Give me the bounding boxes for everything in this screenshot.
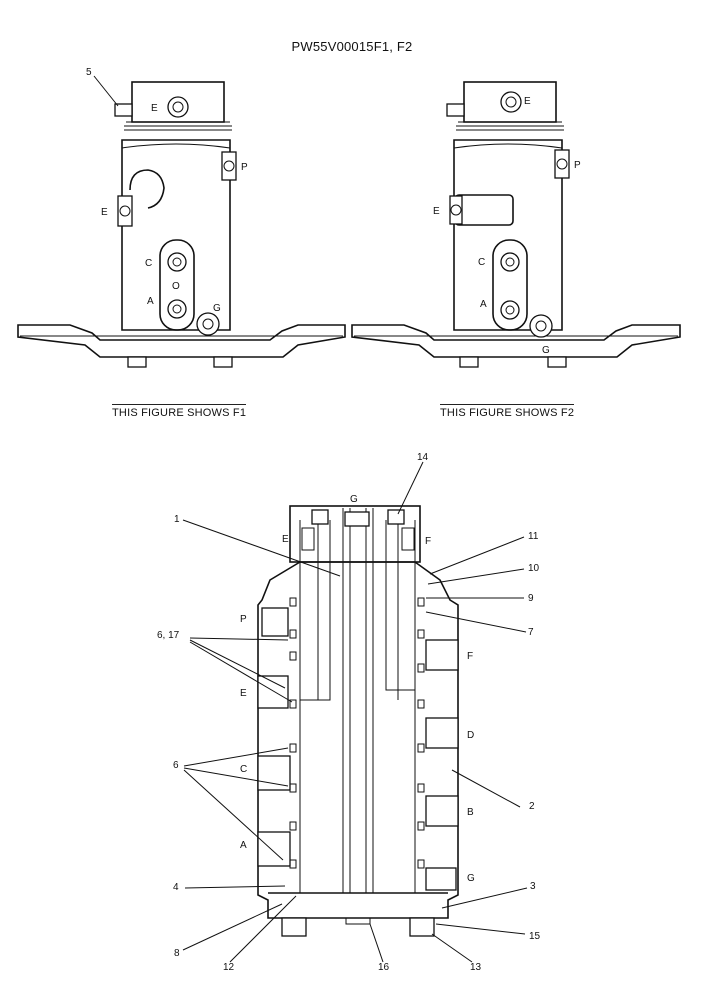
callout-10: 10 [528,563,540,574]
port-label: A [480,299,487,310]
section-view: G E F P E C A F D B G 1 2 3 4 [157,452,541,973]
callout-4: 4 [173,882,179,893]
port-label: G [467,873,475,884]
callout-15: 15 [529,931,541,942]
port-label: G [542,345,550,356]
caption-f1: THIS FIGURE SHOWS F1 [112,404,247,419]
callout-9: 9 [528,593,534,604]
port-label: P [574,160,581,171]
port-label: F [467,651,473,662]
callout-6: 6 [173,760,179,771]
callout-8: 8 [174,948,180,959]
port-label: B [467,807,474,818]
port-label: P [241,162,248,173]
view-f1: 5 E P E C O A G [17,67,346,368]
callout-5: 5 [86,67,92,78]
callout-3: 3 [530,881,536,892]
port-label: C [478,257,485,268]
callout-16: 16 [378,962,390,973]
view-f2: E P E C A G [351,81,681,368]
callout-6-17: 6, 17 [157,630,180,641]
port-label: G [213,303,221,314]
port-label: E [101,207,108,218]
drawing-title: PW55V00015F1, F2 [291,39,413,54]
port-label: G [350,494,358,505]
callout-7: 7 [528,627,534,638]
callout-11: 11 [528,531,539,542]
port-label: P [240,614,247,625]
port-label: C [240,764,247,775]
port-label: O [172,281,180,292]
port-label: E [524,96,531,107]
port-label: F [425,536,431,547]
port-label: E [282,534,289,545]
port-label: E [240,688,247,699]
callout-2: 2 [529,801,535,812]
port-label: D [467,730,474,741]
callout-12: 12 [223,962,235,973]
port-label: E [151,103,158,114]
caption-f2: THIS FIGURE SHOWS F2 [440,404,575,419]
port-label: E [433,206,440,217]
port-label: A [240,840,247,851]
port-label: C [145,258,152,269]
callout-13: 13 [470,962,482,973]
callout-14: 14 [417,452,429,463]
port-label: A [147,296,154,307]
callout-1: 1 [174,514,180,525]
